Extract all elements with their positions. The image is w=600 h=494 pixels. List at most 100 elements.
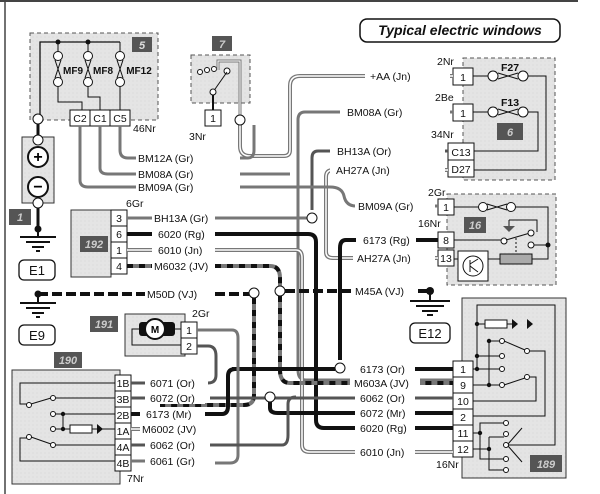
wire-label-m45a: M45A (VJ) bbox=[355, 286, 404, 298]
svg-text:D27: D27 bbox=[451, 164, 470, 176]
svg-text:MF8: MF8 bbox=[93, 66, 113, 77]
tag-5 bbox=[132, 37, 152, 52]
wire-label-bm08a: BM08A (Gr) bbox=[138, 169, 193, 181]
svg-text:1: 1 bbox=[460, 108, 466, 120]
svg-text:34Nr: 34Nr bbox=[431, 129, 454, 141]
svg-text:16Nr: 16Nr bbox=[418, 218, 441, 230]
svg-text:16: 16 bbox=[469, 220, 482, 232]
wire-labels: +AA (Jn) BM08A (Gr) BH13A (Or) AH27A (Jn… bbox=[136, 70, 450, 468]
wire-label-6173-rg: 6173 (Rg) bbox=[363, 235, 410, 247]
svg-text:E1: E1 bbox=[29, 263, 45, 278]
led-icon bbox=[512, 319, 518, 329]
svg-text:2Nr: 2Nr bbox=[437, 56, 454, 68]
svg-text:2Gr: 2Gr bbox=[428, 187, 446, 199]
wire-label-ah27a-jn: AH27A (Jn) bbox=[336, 165, 390, 177]
wire-label-ah27a-r: AH27A (Jn) bbox=[357, 253, 411, 265]
title-text: Typical electric windows bbox=[378, 22, 542, 38]
svg-text:1: 1 bbox=[460, 72, 466, 84]
wire-label-6020: 6020 (Rg) bbox=[158, 229, 205, 241]
wire-label-bh13a-gr: BH13A (Gr) bbox=[154, 213, 208, 225]
wire-label-m603a: M603A (JV) bbox=[354, 378, 409, 390]
svg-text:192: 192 bbox=[85, 239, 103, 251]
svg-text:6: 6 bbox=[507, 127, 514, 139]
svg-text:1: 1 bbox=[17, 212, 23, 224]
wires bbox=[38, 74, 453, 465]
svg-text:F13: F13 bbox=[501, 97, 519, 109]
component-191-motor: 191 M 2Gr 1 2 bbox=[90, 308, 210, 357]
wire-label-6072-or: 6072 (Or) bbox=[150, 393, 195, 405]
svg-text:+: + bbox=[33, 149, 42, 166]
svg-text:16Nr: 16Nr bbox=[436, 459, 459, 471]
wire-label-bm12a: BM12A (Gr) bbox=[138, 153, 193, 165]
svg-text:C5: C5 bbox=[113, 113, 127, 125]
wire-label-6173-mr: 6173 (Mr) bbox=[146, 409, 192, 421]
svg-text:2B: 2B bbox=[117, 410, 130, 422]
svg-text:1A: 1A bbox=[117, 426, 130, 438]
svg-text:2Gr: 2Gr bbox=[192, 308, 210, 320]
wire-label-6062-or: 6062 (Or) bbox=[150, 440, 195, 452]
component-1-battery: + − 1 bbox=[9, 113, 55, 228]
svg-text:1: 1 bbox=[460, 364, 466, 376]
svg-text:2Be: 2Be bbox=[435, 92, 454, 104]
led-icon bbox=[527, 319, 533, 329]
svg-text:9: 9 bbox=[460, 380, 466, 392]
wire-label-r6173: 6173 (Or) bbox=[360, 364, 405, 376]
svg-text:C2: C2 bbox=[73, 113, 87, 125]
wire-label-6061: 6061 (Gr) bbox=[150, 456, 195, 468]
svg-text:5: 5 bbox=[139, 40, 146, 52]
relay-coil-icon bbox=[499, 253, 533, 265]
tag-190 bbox=[54, 352, 82, 368]
svg-text:MF12: MF12 bbox=[126, 66, 152, 77]
svg-text:F27: F27 bbox=[501, 62, 519, 74]
wire-label-bm09a-r: BM09A (Gr) bbox=[358, 201, 413, 213]
wire-label-r6062: 6062 (Or) bbox=[360, 393, 405, 405]
wire-label-r6072: 6072 (Mr) bbox=[360, 408, 406, 420]
tag-192 bbox=[80, 236, 108, 252]
diagram-title: Typical electric windows bbox=[359, 18, 561, 43]
component-189-switch: 189 1 9 10 2 11 12 16Nr bbox=[436, 297, 567, 479]
svg-text:1: 1 bbox=[116, 245, 122, 257]
motor-icon bbox=[144, 318, 166, 340]
svg-text:C1: C1 bbox=[93, 113, 107, 125]
svg-text:1B: 1B bbox=[117, 378, 130, 390]
transistor-icon bbox=[462, 255, 484, 277]
svg-text:11: 11 bbox=[458, 428, 469, 440]
tag-6 bbox=[497, 123, 523, 140]
battery-minus-icon bbox=[27, 176, 49, 198]
svg-text:2: 2 bbox=[460, 412, 466, 424]
tag-16 bbox=[464, 217, 486, 233]
fuse-f13-icon bbox=[473, 106, 539, 152]
svg-text:2: 2 bbox=[186, 341, 192, 353]
ground-e9: E9 bbox=[18, 290, 56, 346]
svg-text:10: 10 bbox=[457, 396, 469, 408]
svg-text:3: 3 bbox=[116, 213, 122, 225]
ground-e1: E1 bbox=[18, 225, 56, 281]
fuse-mf12-icon bbox=[115, 42, 125, 87]
svg-text:8: 8 bbox=[443, 235, 449, 247]
component-190-switch: 190 1B 3B 2B 1A 4A 4B 7Nr bbox=[11, 352, 144, 485]
svg-text:MF9: MF9 bbox=[63, 66, 83, 77]
component-16-relay: 2Gr 16Nr 1 8 13 16 bbox=[418, 187, 557, 286]
wire-label-bh13a-or: BH13A (Or) bbox=[337, 146, 391, 158]
fuse-f27-icon bbox=[473, 70, 547, 171]
fuse-mf9-icon bbox=[53, 42, 63, 87]
svg-text:3Nr: 3Nr bbox=[189, 131, 206, 143]
svg-text:3B: 3B bbox=[117, 394, 130, 406]
battery-plus-icon bbox=[27, 146, 49, 168]
svg-text:1: 1 bbox=[186, 325, 192, 337]
svg-text:13: 13 bbox=[440, 253, 452, 265]
ground-e12: E12 bbox=[409, 287, 451, 344]
svg-text:6Gr: 6Gr bbox=[126, 198, 144, 210]
component-7-switch: 7 1 3Nr bbox=[189, 36, 251, 143]
wire-label-aa: +AA (Jn) bbox=[370, 71, 411, 83]
svg-text:E12: E12 bbox=[418, 326, 441, 341]
svg-text:4A: 4A bbox=[117, 442, 130, 454]
component-5-fusebox: 5 MF9 MF8 MF12 C2 C1 C5 46Nr bbox=[29, 32, 159, 135]
svg-text:7: 7 bbox=[219, 39, 226, 51]
wire-label-m50d: M50D (VJ) bbox=[147, 289, 197, 301]
svg-text:12: 12 bbox=[457, 444, 469, 456]
wire-label-m6032: M6032 (JV) bbox=[154, 261, 208, 273]
svg-text:1: 1 bbox=[210, 113, 216, 125]
tag-189 bbox=[530, 455, 562, 472]
